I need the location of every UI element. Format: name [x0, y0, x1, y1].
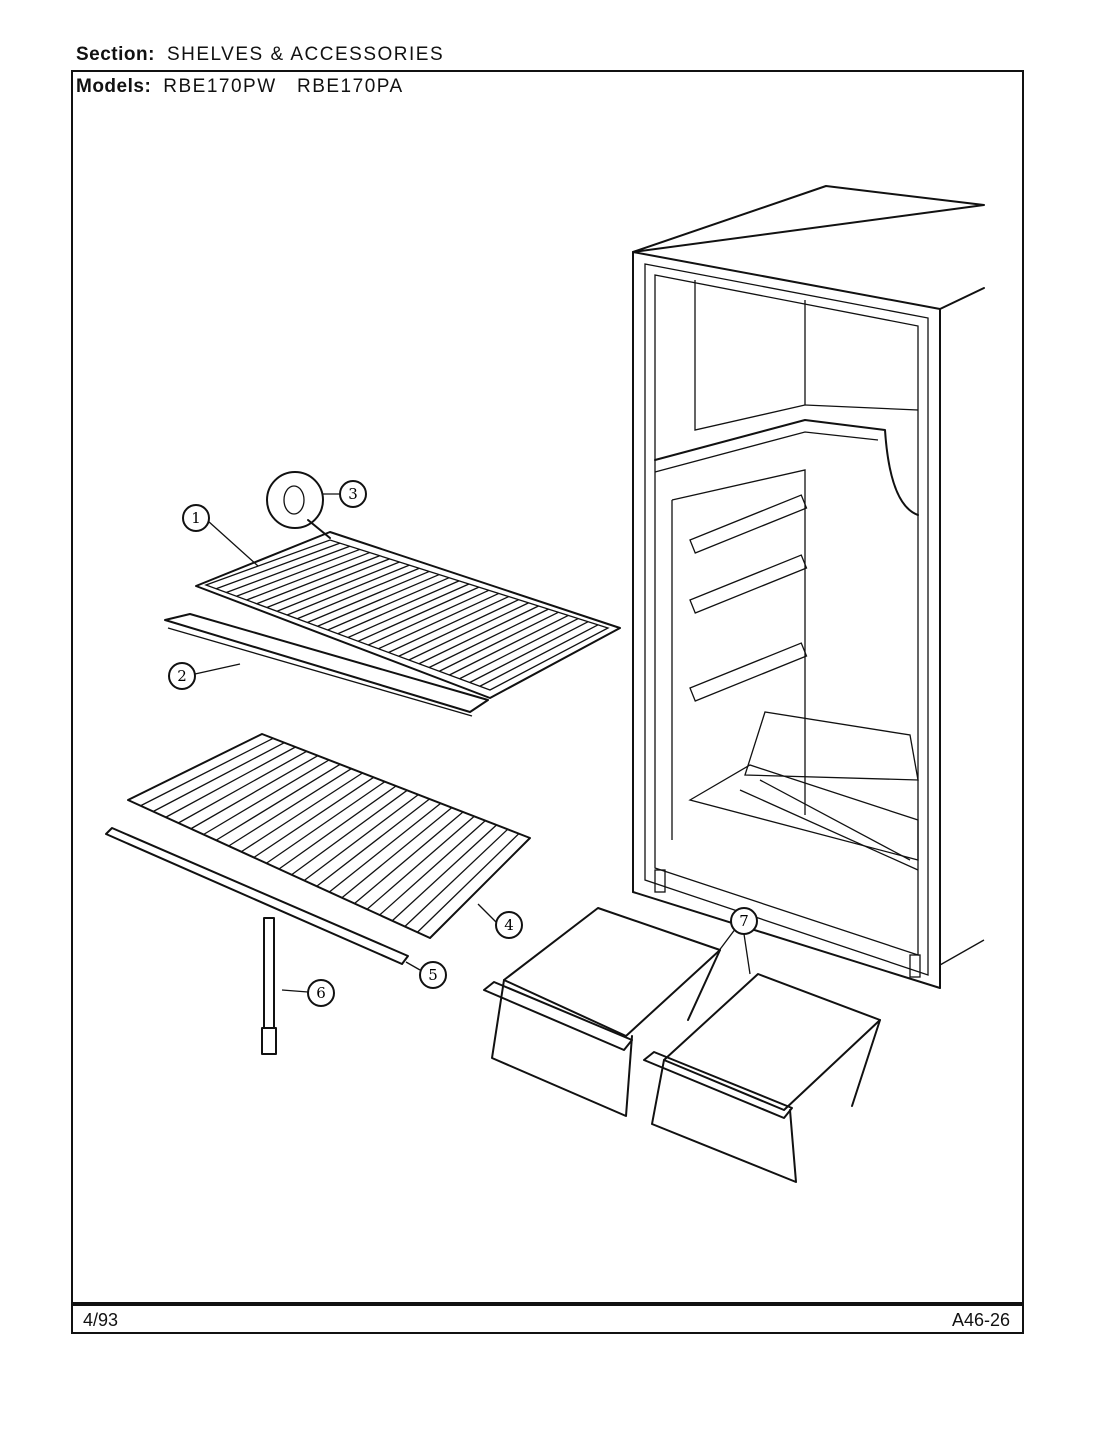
callout-6: 6: [307, 979, 335, 1007]
shelf-cap: [266, 471, 331, 539]
callout-7-label: 7: [739, 912, 749, 930]
callout-7: 7: [730, 907, 758, 935]
callout-3-label: 3: [348, 485, 358, 503]
diagram-frame: [71, 70, 1024, 1304]
footer-bar: 4/93 A46-26: [71, 1304, 1024, 1334]
callout-4: 4: [495, 911, 523, 939]
section-header: Section: SHELVES & ACCESSORIES: [76, 44, 444, 66]
support-rod: [261, 917, 277, 1055]
refrigerator-cabinet: [632, 185, 985, 989]
callout-1-label: 1: [191, 509, 201, 527]
models-value: RBE170PW RBE170PA: [163, 76, 404, 97]
section-label: Section:: [76, 44, 155, 65]
leader-lines: [194, 493, 751, 993]
callout-6-label: 6: [316, 984, 326, 1002]
callout-5: 5: [419, 961, 447, 989]
revision-date: 4/93: [83, 1310, 119, 1330]
ribbed-shelf: [127, 733, 531, 939]
page-code: A46-26: [951, 1310, 1010, 1330]
callout-1: 1: [182, 504, 210, 532]
callout-2-label: 2: [177, 667, 187, 685]
shelf-trim: [164, 613, 489, 717]
wire-shelf: [195, 531, 621, 699]
models-header: Models: RBE170PW RBE170PA: [76, 76, 404, 98]
crisper-drawer-left: [483, 907, 721, 1117]
crisper-drawer-right: [643, 973, 881, 1183]
shelf-rod: [105, 827, 409, 965]
callout-4-label: 4: [504, 916, 514, 934]
section-value: SHELVES & ACCESSORIES: [166, 44, 445, 65]
callout-2: 2: [168, 662, 196, 690]
callout-5-label: 5: [428, 966, 438, 984]
models-label: Models:: [76, 76, 152, 97]
callout-3: 3: [339, 480, 367, 508]
